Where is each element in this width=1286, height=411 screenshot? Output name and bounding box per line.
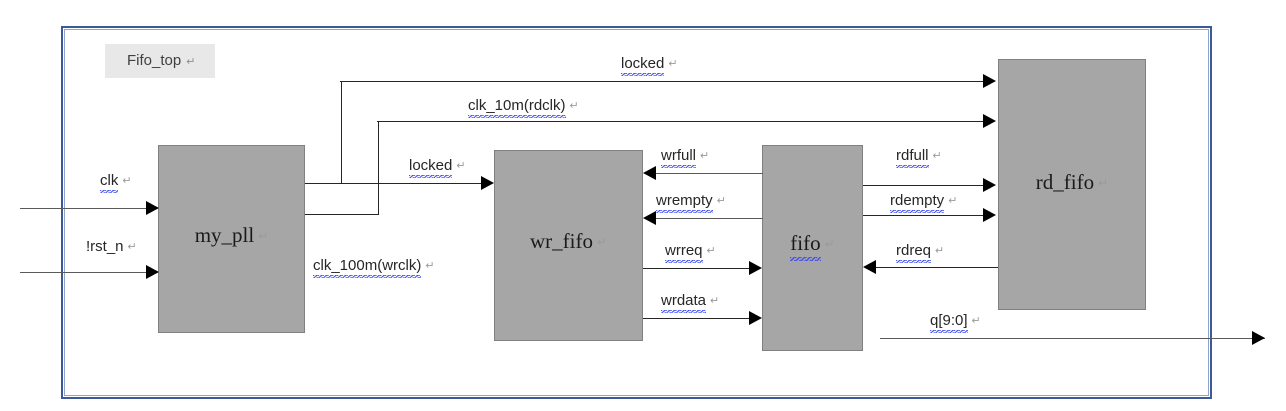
- arrowhead-rdfull: [983, 178, 996, 192]
- label-clk-text: clk: [100, 172, 119, 193]
- pilcrow-mark: ↵: [186, 56, 196, 68]
- block-rd-fifo-label: rd_fifo↵: [999, 170, 1145, 195]
- wire-wrdata: [643, 318, 751, 319]
- label-rst-n: !rst_n↵: [86, 238, 137, 255]
- label-locked-top-text: locked: [621, 55, 665, 76]
- arrowhead-locked-rd-fifo: [983, 74, 996, 88]
- label-wrreq: wrreq↵: [665, 242, 716, 263]
- wire-locked-to-wr-fifo: [305, 183, 485, 184]
- arrowhead-clk10m-rd-fifo: [983, 114, 996, 128]
- label-q: q[9:0]↵: [930, 312, 981, 333]
- arrowhead-rdreq: [863, 260, 876, 274]
- wire-rdempty: [863, 215, 985, 216]
- block-wr-fifo-text: wr_fifo: [529, 229, 593, 253]
- wire-clk10m-vertical: [378, 121, 379, 215]
- wire-locked-top: [340, 81, 985, 82]
- label-clk-100m: clk_100m(wrclk)↵: [313, 257, 435, 278]
- arrowhead-locked-wr-fifo: [481, 176, 494, 190]
- arrowhead-rst-n: [146, 265, 159, 279]
- label-rdempty-text: rdempty: [890, 192, 945, 213]
- arrowhead-wrempty: [643, 211, 656, 225]
- label-locked-top: locked↵: [621, 55, 678, 76]
- pilcrow-mark: ↵: [425, 260, 435, 272]
- pilcrow-mark: ↵: [668, 58, 678, 70]
- block-wr-fifo[interactable]: wr_fifo↵: [494, 150, 643, 341]
- block-rd-fifo-text: rd_fifo: [1035, 170, 1095, 194]
- arrowhead-wrdata: [749, 311, 762, 325]
- wire-locked-branch-vertical: [341, 81, 342, 184]
- arrowhead-rdempty: [983, 208, 996, 222]
- block-my-pll[interactable]: my_pll↵: [158, 145, 305, 333]
- label-wrempty-text: wrempty: [656, 192, 713, 213]
- arrowhead-wrreq: [749, 261, 762, 275]
- fifo-top-boundary: [61, 26, 1212, 399]
- pilcrow-mark: ↵: [569, 100, 579, 112]
- block-fifo-text: fifo: [790, 231, 821, 261]
- wire-rdreq: [875, 267, 998, 268]
- label-rdreq-text: rdreq: [896, 242, 932, 263]
- pilcrow-mark: ↵: [932, 150, 942, 162]
- arrowhead-clk: [146, 201, 159, 215]
- wire-rdfull: [863, 185, 985, 186]
- pilcrow-mark: ↵: [596, 235, 608, 249]
- wire-wrempty: [655, 218, 763, 219]
- label-locked-pll-text: locked: [409, 157, 453, 178]
- diagram-title: Fifo_top: [127, 52, 182, 69]
- wire-wrfull: [655, 173, 763, 174]
- pilcrow-mark: ↵: [122, 175, 132, 187]
- label-wrempty: wrempty↵: [656, 192, 726, 213]
- label-wrdata-text: wrdata: [661, 292, 707, 313]
- pilcrow-mark: ↵: [948, 195, 958, 207]
- wire-clk: [20, 208, 148, 209]
- label-clk-10m-text: clk_10m(rdclk): [468, 97, 566, 118]
- block-rd-fifo[interactable]: rd_fifo↵: [998, 59, 1146, 310]
- pilcrow-mark: ↵: [971, 315, 981, 327]
- pilcrow-mark: ↵: [700, 150, 710, 162]
- diagram-title-chip: Fifo_top ↵: [105, 44, 216, 78]
- label-q-text: q[9:0]: [930, 312, 968, 333]
- block-my-pll-text: my_pll: [194, 223, 255, 247]
- label-wrdata: wrdata↵: [661, 292, 720, 313]
- pilcrow-mark: ↵: [258, 229, 269, 243]
- wire-rst-n: [20, 272, 148, 273]
- wire-clk10m-top: [377, 121, 985, 122]
- arrowhead-wrfull: [643, 166, 656, 180]
- block-fifo[interactable]: fifo↵: [762, 145, 863, 351]
- block-my-pll-label: my_pll↵: [159, 223, 304, 248]
- block-fifo-label: fifo↵: [763, 231, 862, 261]
- label-wrfull: wrfull↵: [661, 147, 710, 168]
- block-wr-fifo-label: wr_fifo↵: [495, 229, 642, 254]
- pilcrow-mark: ↵: [824, 237, 835, 251]
- label-rst-n-text: !rst_n: [86, 238, 124, 255]
- label-clk: clk↵: [100, 172, 132, 193]
- label-rdfull: rdfull↵: [896, 147, 942, 168]
- label-locked-pll: locked↵: [409, 157, 466, 178]
- label-wrfull-text: wrfull: [661, 147, 697, 168]
- label-clk-100m-text: clk_100m(wrclk): [313, 257, 422, 278]
- label-wrreq-text: wrreq: [665, 242, 703, 263]
- pilcrow-mark: ↵: [710, 295, 720, 307]
- arrowhead-q-output: [1252, 331, 1265, 345]
- label-rdfull-text: rdfull: [896, 147, 929, 168]
- label-rdempty: rdempty↵: [890, 192, 958, 213]
- pilcrow-mark: ↵: [706, 245, 716, 257]
- label-clk-10m: clk_10m(rdclk)↵: [468, 97, 579, 118]
- pilcrow-mark: ↵: [127, 241, 137, 253]
- wire-q-output: [880, 338, 1265, 339]
- pilcrow-mark: ↵: [935, 245, 945, 257]
- wire-clk10m-stub: [305, 214, 379, 215]
- label-rdreq: rdreq↵: [896, 242, 945, 263]
- pilcrow-mark: ↵: [716, 195, 726, 207]
- pilcrow-mark: ↵: [1098, 176, 1109, 190]
- wire-wrreq: [643, 268, 751, 269]
- pilcrow-mark: ↵: [456, 160, 466, 172]
